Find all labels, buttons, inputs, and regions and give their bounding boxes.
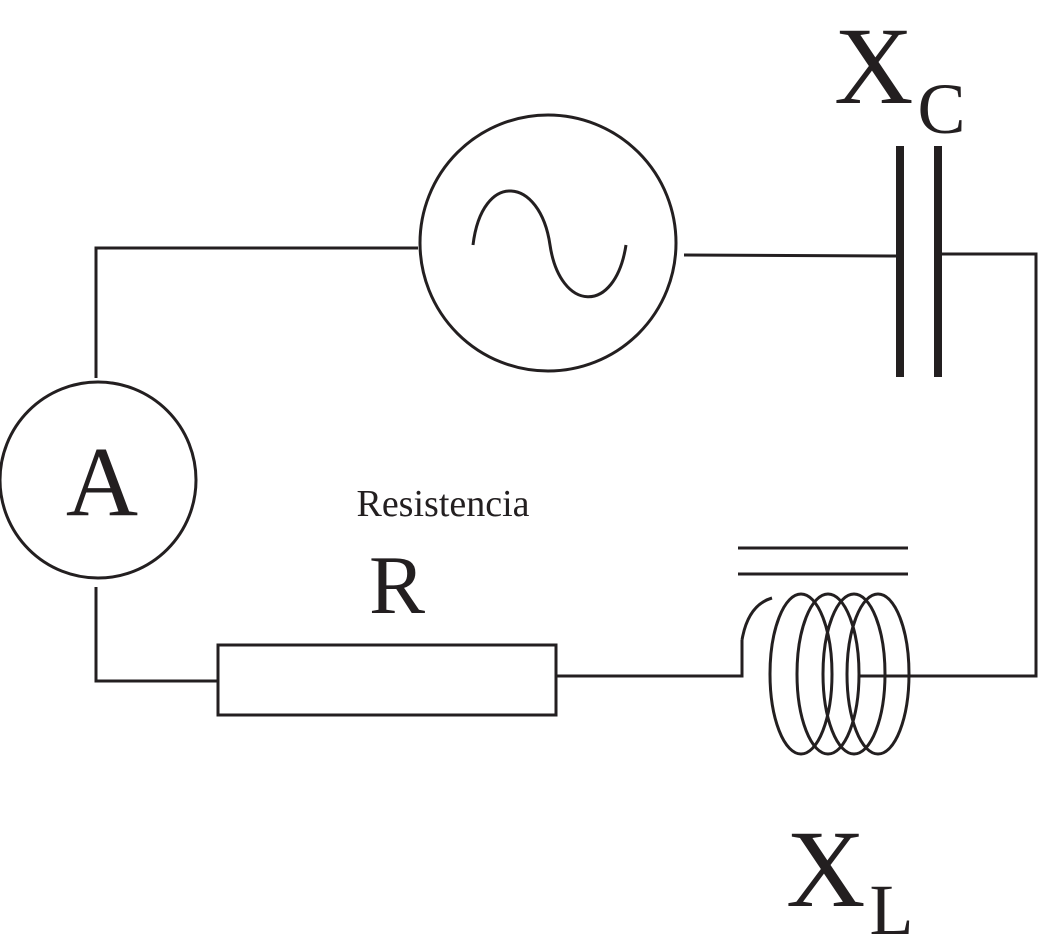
wire-right-side (860, 252, 1038, 678)
inductor: X L (738, 546, 913, 938)
inductor-coil-loop-3 (821, 592, 887, 756)
capacitor-symbol: X (834, 5, 913, 127)
resistor-symbol: R (369, 539, 425, 632)
ammeter-circle (0, 380, 198, 580)
resistor: Resistencia R (216, 483, 558, 717)
capacitor-label: X C (834, 5, 965, 149)
inductor-label: X L (786, 808, 913, 938)
wire-left-top (94, 246, 418, 378)
wire-left-bottom (94, 587, 218, 683)
wire-resistor-to-inductor (556, 640, 744, 678)
capacitor: X C (834, 5, 965, 377)
circuit-wires (94, 246, 1038, 683)
ac-source-circle (418, 113, 678, 373)
ammeter: A (0, 380, 198, 580)
inductor-coil-loop-4 (845, 592, 911, 756)
inductor-lead-left (740, 596, 773, 641)
resistor-caption: Resistencia (356, 483, 529, 525)
inductor-coil-loop-2 (795, 592, 861, 756)
inductor-symbol: X (786, 808, 865, 930)
sine-wave-icon (471, 189, 628, 299)
ammeter-symbol: A (66, 426, 138, 537)
wire-source-to-capacitor (683, 253, 899, 258)
resistor-body (216, 643, 558, 717)
capacitor-subscript: C (917, 69, 965, 149)
ac-source (418, 113, 678, 373)
inductor-subscript: L (869, 870, 913, 938)
inductor-coil-loop-1 (768, 592, 834, 756)
